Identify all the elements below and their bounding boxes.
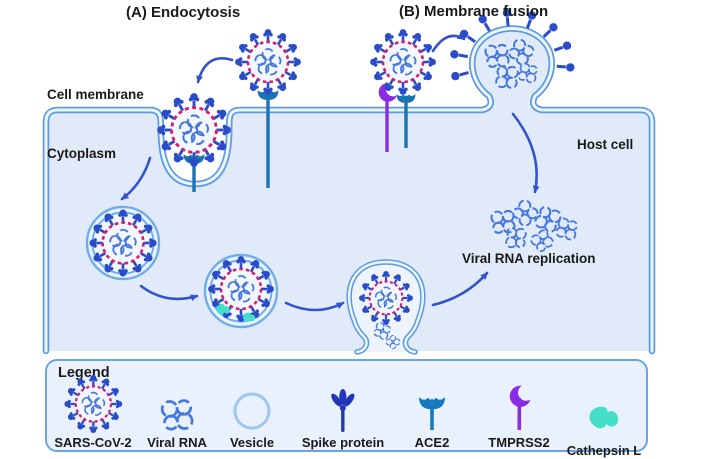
vesicle-virus-1 <box>85 205 161 281</box>
endosome-fusion <box>346 259 426 355</box>
tmprss2-receptor <box>378 83 397 152</box>
viral-rna-icon <box>160 399 194 432</box>
legend-label: TMPRSS2 <box>488 435 550 450</box>
arrow-virus-to-pit <box>196 57 234 84</box>
ace2-icon <box>419 397 445 430</box>
legend-item-cathepsin-l: Cathepsin L <box>567 383 641 458</box>
legend-panel: Legend SARS-CoV-2 Viral RNA <box>45 359 648 458</box>
arrow-vesicle2-to-endosome <box>284 301 345 312</box>
legend-item-tmprss2: TMPRSS2 <box>488 383 550 450</box>
vesicle-virus-2 <box>203 253 279 329</box>
viral-rna-replication-label: Viral RNA replication <box>462 251 596 266</box>
ace2-receptor-2 <box>183 154 205 192</box>
cathepsin-l-icon <box>589 406 619 429</box>
legend-item-ace2: ACE2 <box>414 383 450 450</box>
legend-item-vesicle: Vesicle <box>230 383 274 450</box>
legend-item-spike-protein: Spike protein <box>302 383 384 450</box>
legend-label: SARS-CoV-2 <box>54 435 132 450</box>
legend-title: Legend <box>58 365 110 381</box>
arrow-endosome-to-rna <box>431 271 489 307</box>
ace2-receptor-3 <box>396 94 416 148</box>
cell-membrane-label: Cell membrane <box>47 87 144 102</box>
vesicle-icon <box>233 392 271 430</box>
tmprss2-icon <box>509 385 531 430</box>
panel-b-title: (B) Membrane fusion <box>399 3 549 20</box>
arrow-pit-to-vesicle <box>120 156 152 201</box>
arrow-fusion-to-rna <box>511 112 540 194</box>
fused-virus-membrane <box>450 8 575 91</box>
virus-in-pit <box>157 93 231 167</box>
arrow-virusb-to-fusion <box>431 32 466 53</box>
sars-cov-2-icon <box>63 375 123 433</box>
legend-label: Spike protein <box>301 435 385 450</box>
legend-label: Viral RNA <box>147 435 207 450</box>
ace2-receptor-1 <box>257 90 279 188</box>
host-cell-label: Host cell <box>577 137 634 152</box>
legend-item-sars-cov-2: SARS-CoV-2 <box>54 383 132 450</box>
virus-ace2-bound <box>235 29 301 95</box>
virus-b-bound <box>370 29 436 95</box>
legend-label: ACE2 <box>414 435 450 450</box>
cytoplasm-label: Cytoplasm <box>47 146 117 161</box>
panel-a-title: (A) Endocytosis <box>126 4 241 21</box>
arrow-vesicle1-to-vesicle2 <box>139 284 199 302</box>
legend-label: Vesicle <box>229 435 275 450</box>
fused-virus-spikes <box>450 8 575 81</box>
legend-item-viral-rna: Viral RNA <box>147 383 207 450</box>
spike-protein-icon <box>331 389 355 432</box>
legend-label: Cathepsin L <box>566 443 642 458</box>
cytoplasm-region <box>46 28 652 351</box>
